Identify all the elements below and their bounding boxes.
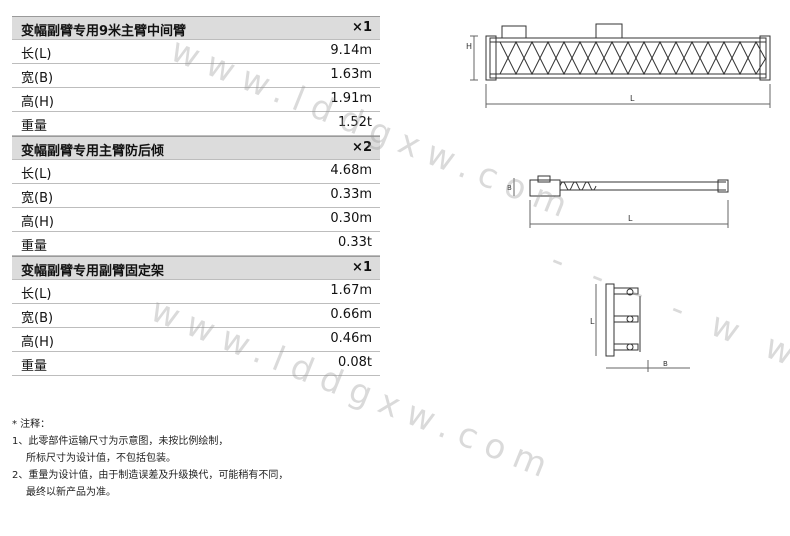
- note-line: 1、此零部件运输尺寸为示意图，未按比例绘制，: [12, 436, 229, 447]
- boom-section-drawing: [470, 23, 771, 108]
- spec-row: 高(H) 0.46m: [12, 328, 380, 352]
- section-header: 变幅副臂专用副臂固定架 ×1: [12, 256, 380, 280]
- spec-value: 9.14m: [330, 43, 372, 58]
- spec-row: 重量 0.33t: [12, 232, 380, 256]
- spec-value: 0.08t: [337, 355, 372, 370]
- spec-label: 重量: [21, 359, 48, 374]
- fixing-bracket-drawing: [595, 283, 690, 372]
- spec-row: 长(L) 4.68m: [12, 160, 380, 184]
- section-title: 变幅副臂专用副臂固定架: [21, 264, 165, 279]
- spec-value: 0.33t: [337, 235, 372, 250]
- spec-label: 重量: [21, 119, 48, 134]
- spec-value: 1.91m: [330, 91, 372, 106]
- dim-label-b: B: [507, 184, 512, 192]
- spec-value: 0.33m: [330, 187, 372, 202]
- spec-value: 0.66m: [330, 307, 372, 322]
- spec-row: 宽(B) 0.33m: [12, 184, 380, 208]
- section-quantity: ×2: [352, 140, 372, 155]
- spec-row: 宽(B) 0.66m: [12, 304, 380, 328]
- spec-row: 高(H) 0.30m: [12, 208, 380, 232]
- dim-label-l: L: [590, 317, 595, 326]
- spec-label: 高(H): [21, 215, 54, 230]
- spec-row: 重量 1.52t: [12, 112, 380, 136]
- spec-row: 高(H) 1.91m: [12, 88, 380, 112]
- dim-label-h: H: [466, 42, 472, 51]
- spec-value: 1.63m: [330, 67, 372, 82]
- spec-label: 宽(B): [21, 71, 54, 86]
- spec-value: 1.52t: [337, 115, 372, 130]
- spec-label: 长(L): [21, 287, 52, 302]
- dim-label-l: L: [628, 214, 633, 223]
- spec-value: 0.46m: [330, 331, 372, 346]
- section-header: 变幅副臂专用主臂防后倾 ×2: [12, 136, 380, 160]
- section-title: 变幅副臂专用主臂防后倾: [21, 144, 165, 159]
- notes: * 注释： 1、此零部件运输尺寸为示意图，未按比例绘制， 所标尺寸为设计值，不包…: [12, 416, 288, 501]
- spec-label: 高(H): [21, 335, 54, 350]
- spec-value: 0.30m: [330, 211, 372, 226]
- spec-row: 长(L) 1.67m: [12, 280, 380, 304]
- spec-label: 宽(B): [21, 311, 54, 326]
- spec-label: 长(L): [21, 47, 52, 62]
- section-title: 变幅副臂专用9米主臂中间臂: [21, 24, 187, 39]
- spec-label: 宽(B): [21, 191, 54, 206]
- note-line: 所标尺寸为设计值，不包括包装。: [26, 453, 176, 464]
- spec-row: 重量 0.08t: [12, 352, 380, 376]
- backstop-drawing: [513, 175, 729, 228]
- dim-label-b: B: [663, 360, 668, 368]
- note-line: 2、重量为设计值，由于制造误差及升级换代，可能稍有不同，: [12, 470, 289, 481]
- spec-label: 重量: [21, 239, 48, 254]
- section-quantity: ×1: [352, 260, 372, 275]
- spec-row: 宽(B) 1.63m: [12, 64, 380, 88]
- section-header: 变幅副臂专用9米主臂中间臂 ×1: [12, 16, 380, 40]
- spec-value: 4.68m: [330, 163, 372, 178]
- spec-label: 高(H): [21, 95, 54, 110]
- spec-value: 1.67m: [330, 283, 372, 298]
- dim-label-l: L: [630, 94, 635, 103]
- spec-row: 长(L) 9.14m: [12, 40, 380, 64]
- spec-label: 长(L): [21, 167, 52, 182]
- spec-table: 变幅副臂专用9米主臂中间臂 ×1 长(L) 9.14m 宽(B) 1.63m 高(H…: [12, 16, 380, 376]
- section-quantity: ×1: [352, 20, 372, 35]
- note-line: 最终以新产品为准。: [26, 487, 116, 498]
- notes-header: * 注释：: [12, 419, 51, 430]
